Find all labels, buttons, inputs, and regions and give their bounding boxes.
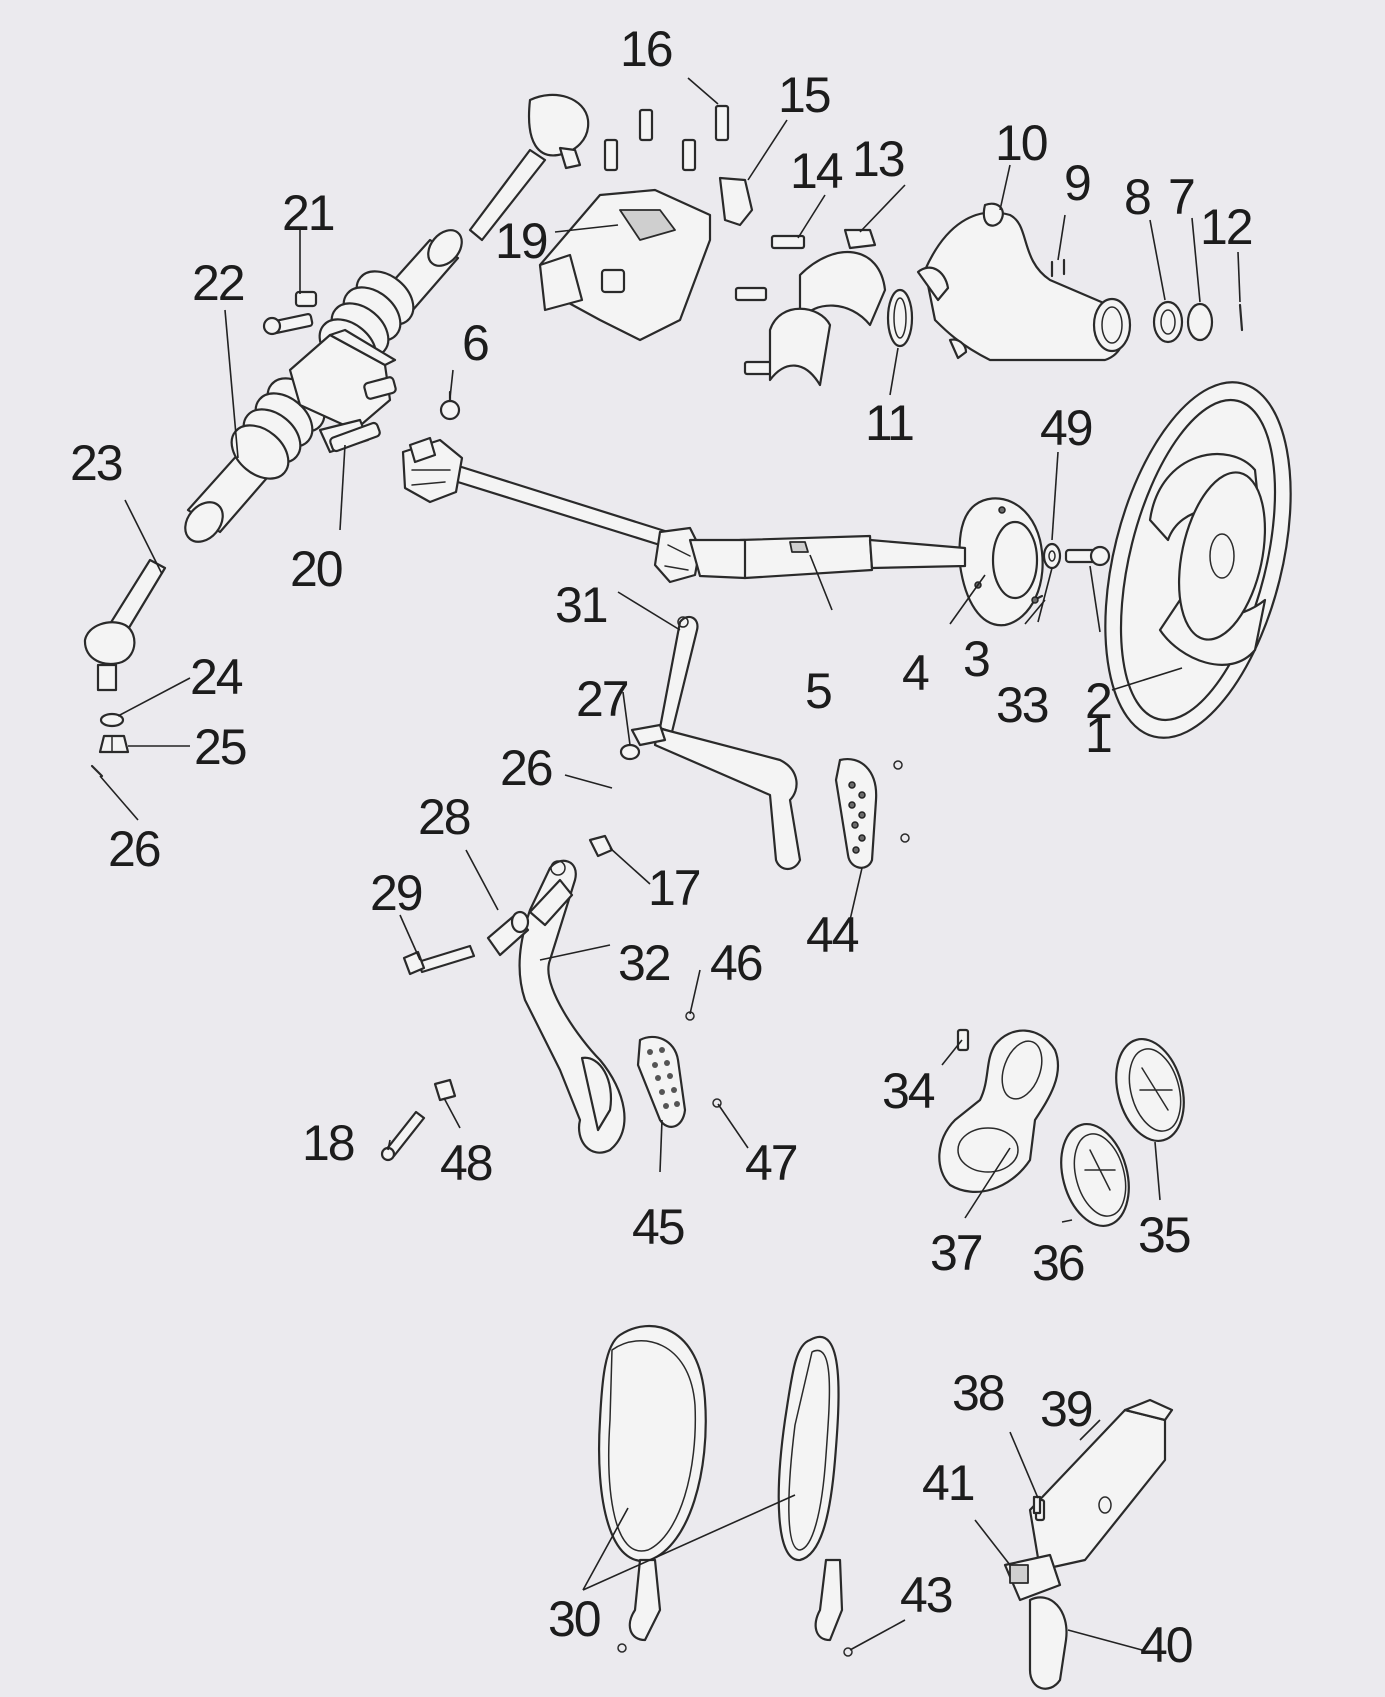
cotter-pin (90, 764, 104, 778)
callout-44: 44 (806, 907, 859, 963)
right-mirror (777, 1336, 853, 1657)
column-ring (1050, 258, 1244, 344)
callout-14: 14 (790, 143, 843, 199)
callout-35: 35 (1138, 1207, 1190, 1263)
tie-rod-washer (99, 712, 125, 728)
callout-3: 3 (963, 631, 989, 687)
callout-26-tie-rod: 26 (108, 821, 160, 877)
callout-24: 24 (190, 649, 243, 705)
callout-15: 15 (778, 67, 830, 123)
callout-13: 13 (852, 131, 904, 187)
callout-27: 27 (576, 671, 628, 727)
callout-26-pedal: 26 (500, 740, 552, 796)
callout-36: 36 (1032, 1235, 1084, 1291)
callout-2: 2 (1085, 673, 1111, 729)
hub-flange (958, 497, 1044, 627)
hub-washer (1042, 542, 1062, 570)
callout-48: 48 (440, 1135, 492, 1191)
hub-bolt (1064, 545, 1111, 567)
callout-34: 34 (882, 1063, 935, 1119)
steering-rack (83, 93, 590, 692)
stop-nut (433, 1078, 457, 1102)
callout-12: 12 (1200, 199, 1252, 255)
callout-7: 7 (1168, 169, 1194, 225)
accelerator-pad (834, 757, 910, 869)
callout-20: 20 (290, 541, 342, 597)
callout-9: 9 (1064, 155, 1090, 211)
callout-46: 46 (710, 935, 762, 991)
speedometer-gauge (1060, 1122, 1130, 1228)
column-clamp (768, 228, 887, 387)
callout-23: 23 (70, 435, 122, 491)
steering-wheel (1104, 381, 1292, 739)
brake-pad (636, 1011, 722, 1128)
callout-18: 18 (302, 1115, 354, 1171)
callout-16: 16 (620, 21, 672, 77)
callout-4: 4 (902, 645, 929, 701)
callout-1: 1 (1085, 707, 1111, 763)
callout-5: 5 (805, 663, 831, 719)
gauge-bezel (938, 1028, 1060, 1193)
pedal-pivot-bolt (402, 944, 476, 976)
callout-6: 6 (462, 315, 488, 371)
leader-lines (99, 77, 1241, 1651)
callout-39: 39 (1040, 1381, 1092, 1437)
pivot-nut (588, 834, 614, 858)
callout-33: 33 (996, 677, 1048, 733)
callout-41: 41 (922, 1455, 974, 1511)
callout-43: 43 (900, 1567, 952, 1623)
switch-screw (1032, 1495, 1042, 1515)
left-mirror (597, 1324, 707, 1653)
callout-38: 38 (952, 1365, 1004, 1421)
mounting-bracket (538, 176, 754, 342)
column-housing (916, 202, 1132, 362)
rack-bolts (262, 290, 461, 453)
bracket-bolts (603, 104, 806, 376)
callout-28: 28 (418, 789, 470, 845)
callout-labels: 1 2 3 4 5 6 7 8 9 10 11 12 13 14 15 16 1… (70, 21, 1254, 1673)
callout-29: 29 (370, 865, 422, 921)
callout-30: 30 (548, 1591, 600, 1647)
callout-25: 25 (194, 719, 246, 775)
pedal-pivot-bushing (486, 910, 530, 957)
callout-17: 17 (648, 860, 700, 916)
callout-21: 21 (282, 185, 334, 241)
callout-45: 45 (632, 1199, 684, 1255)
callout-32: 32 (618, 935, 670, 991)
callout-40: 40 (1140, 1617, 1192, 1673)
callout-22: 22 (192, 255, 244, 311)
callout-37: 37 (930, 1225, 982, 1281)
ignition-switch (1003, 1553, 1068, 1690)
callout-11: 11 (865, 395, 913, 451)
steering-shaft (401, 436, 967, 584)
callout-19: 19 (495, 213, 547, 269)
tachometer-gauge (1115, 1037, 1185, 1143)
callout-31: 31 (555, 577, 607, 633)
callout-47: 47 (745, 1135, 797, 1191)
stop-bolt (380, 1110, 426, 1162)
castle-nut (98, 734, 130, 754)
accelerator-pedal-arm (619, 615, 802, 871)
callout-10: 10 (995, 115, 1047, 171)
callout-49: 49 (1040, 400, 1092, 456)
callout-8: 8 (1124, 169, 1150, 225)
brake-pedal (518, 859, 626, 1154)
column-ring-large (886, 288, 914, 348)
